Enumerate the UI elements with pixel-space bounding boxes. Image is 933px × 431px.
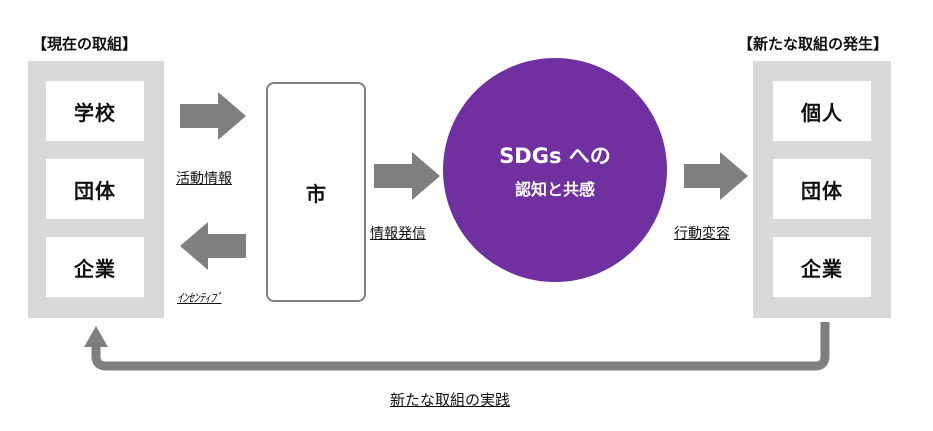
- sdgs-circle-line2: 認知と共感: [514, 180, 595, 199]
- behavior-change-label: 行動変容: [674, 226, 730, 242]
- current-panel-title: 【現在の取組】: [32, 35, 138, 53]
- activity-info-label: 活動情報: [176, 171, 232, 187]
- behavior-change-arrow: [684, 152, 748, 200]
- entity-company: 企業: [46, 237, 144, 297]
- new-initiatives-panel: 個人 団体 企業: [753, 61, 891, 318]
- sdgs-awareness-circle: SDGs への 認知と共感: [443, 58, 667, 282]
- entity-group: 団体: [46, 159, 144, 219]
- future-panel-title: 【新たな取組の発生】: [738, 35, 889, 53]
- activity-info-arrow: [180, 92, 246, 140]
- incentive-arrow: [180, 222, 246, 270]
- incentive-label: ｲﾝｾﾝﾃｨﾌﾞ: [177, 291, 222, 305]
- entity-group: 団体: [773, 159, 871, 219]
- entity-individual: 個人: [773, 81, 871, 141]
- entity-school: 学校: [46, 81, 144, 141]
- info-dissemination-arrow: [374, 152, 440, 200]
- current-initiatives-panel: 学校 団体 企業: [28, 61, 164, 318]
- info-dissemination-label: 情報発信: [370, 226, 426, 242]
- practice-label: 新たな取組の実践: [390, 391, 511, 409]
- sdgs-circle-line1: SDGs への: [499, 144, 611, 168]
- city-box: 市: [266, 82, 366, 302]
- entity-company: 企業: [773, 237, 871, 297]
